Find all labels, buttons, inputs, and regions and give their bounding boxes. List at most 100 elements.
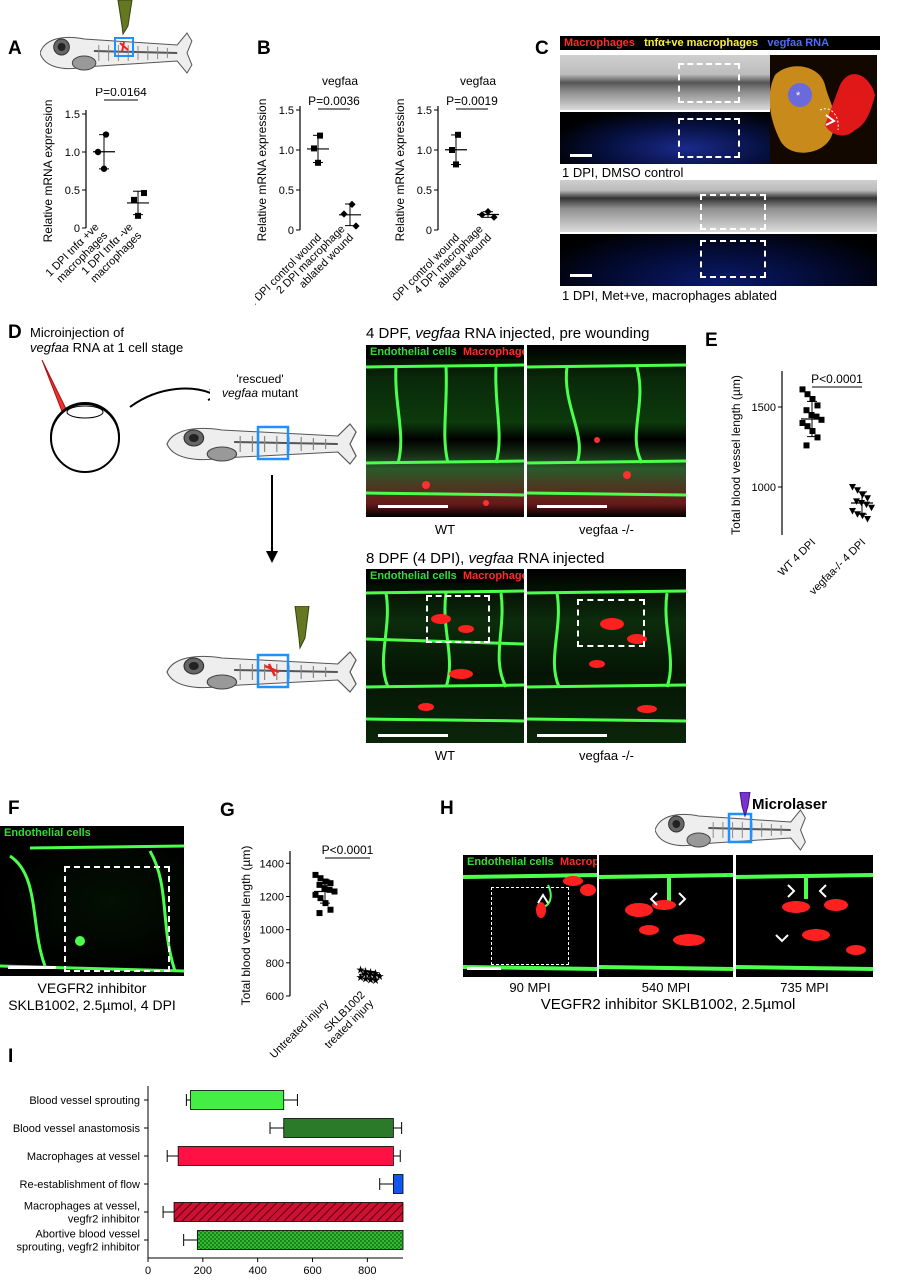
data-point: ★ [375, 971, 385, 983]
wound-region-box [700, 194, 766, 230]
brightfield-image-dmso [560, 55, 770, 110]
data-point [348, 200, 356, 208]
svg-text:*: * [796, 90, 801, 102]
panel-letter-d: D [8, 322, 22, 343]
y-tick-label: 0.5 [279, 185, 294, 197]
svg-text:4 DPI macrophage: 4 DPI macrophage [412, 223, 485, 296]
range-bar [173, 1202, 404, 1222]
panel-c-legend: Macrophages tnfα+ve macrophages vegfaa R… [560, 36, 880, 50]
data-point [131, 196, 137, 203]
svg-text:Blood vessel sprouting: Blood vessel sprouting [29, 1095, 140, 1107]
p-value: P=0.0036 [308, 94, 360, 108]
data-point [490, 213, 498, 221]
rescued-mutant-label: 'rescued' vegfaa mutant [221, 372, 299, 400]
d-legend-2: Endothelial cells Macrophages [366, 569, 524, 583]
row-label: Macrophages at vessel [27, 1151, 140, 1163]
y-tick-label: 1.5 [279, 105, 294, 117]
chart-title: vegfaa [322, 74, 358, 88]
data-point [135, 212, 141, 219]
data-point [849, 508, 856, 515]
scale-bar [570, 274, 592, 277]
scale-bar [378, 505, 448, 508]
svg-text:Re-establishment of flow: Re-establishment of flow [20, 1179, 140, 1191]
scale-bar [537, 734, 607, 737]
data-point: ★ [371, 975, 381, 987]
row2-title: 8 DPF (4 DPI), vegfaa RNA injected [366, 550, 605, 567]
p-value: P<0.0001 [322, 843, 374, 857]
microlaser-icon [739, 792, 751, 818]
svg-text:Abortive blood vessel: Abortive blood vessel [35, 1229, 140, 1241]
data-point [94, 148, 102, 156]
y-tick-label: 1.0 [417, 145, 432, 157]
data-point [449, 147, 455, 153]
label-wt-row1: WT [434, 522, 456, 537]
fluorescence-image-dmso [560, 112, 770, 164]
data-point: ★ [356, 972, 366, 984]
data-point [868, 504, 875, 512]
zebrafish-larva-icon-d1 [165, 422, 358, 466]
fluorescence-image-ablated [560, 234, 877, 286]
y-axis-label: Relative mRNA expression [393, 99, 407, 242]
data-point [315, 159, 321, 166]
y-axis-label: Relative mRNA expression [41, 100, 55, 243]
scale-bar [378, 734, 448, 737]
data-point [804, 423, 811, 430]
y-tick-label: 1400 [260, 858, 284, 870]
data-point [316, 910, 323, 917]
y-tick-label: 1.5 [417, 105, 432, 117]
range-bar [283, 1118, 394, 1138]
data-point [321, 885, 328, 892]
svg-text:Untreated injury: Untreated injury [268, 997, 332, 1061]
data-point [317, 875, 324, 882]
time-label-540: 540 MPI [641, 980, 691, 995]
panel-letter-b: B [257, 38, 271, 59]
data-point [814, 402, 821, 409]
data-point [809, 428, 816, 434]
legend-tnfa-macrophages: tnfα+ve macrophages [644, 37, 759, 49]
y-tick-label: 0 [288, 225, 294, 237]
data-point [863, 501, 870, 509]
row-label: Re-establishment of flow [20, 1179, 140, 1191]
data-point [864, 516, 871, 523]
time-label-90: 90 MPI [509, 980, 551, 995]
scale-bar [467, 967, 501, 970]
data-point [478, 211, 486, 219]
row-label: Blood vessel anastomosis [13, 1123, 141, 1135]
x-tick-label: 400 [248, 1265, 266, 1277]
caption-macrophages-ablated: 1 DPI, Met+ve, macrophages ablated [562, 288, 777, 303]
panel-letter-f: F [8, 798, 20, 819]
range-bar [393, 1174, 404, 1194]
d-legend: Endothelial cells Macrophages [366, 345, 524, 359]
single-cell-embryo-icon [50, 403, 120, 473]
h-legend: Endothelial cells Macrophages [463, 855, 597, 869]
y-tick-label: 1200 [260, 891, 284, 903]
timelapse-90mpi: Endothelial cells Macrophages [463, 855, 597, 977]
svg-text:Blood vessel anastomosis: Blood vessel anastomosis [13, 1123, 141, 1135]
y-tick-label: 1.0 [65, 147, 80, 159]
y-tick-label: 0 [426, 225, 432, 237]
p-value: P<0.0001 [811, 372, 863, 386]
wound-region-box [700, 240, 766, 278]
data-point: ★ [370, 970, 380, 982]
scale-bar [537, 505, 607, 508]
data-point [854, 487, 861, 494]
needle-icon-d [294, 606, 310, 650]
x-tick-label: 600 [303, 1265, 321, 1277]
time-label-735: 735 MPI [780, 980, 829, 995]
range-bar [190, 1090, 285, 1110]
microlaser-label: Microlaser [752, 796, 828, 813]
zebrafish-larva-icon-d2 [165, 650, 358, 694]
panel-h-caption: VEGFR2 inhibitor SKLB1002, 2.5µmol [540, 996, 796, 1013]
data-point [322, 900, 329, 907]
timelapse-735mpi [736, 855, 873, 977]
data-point [322, 878, 329, 885]
legend-vegfaa-rna: vegfaa RNA [767, 37, 830, 49]
x-tick-label: 0 [145, 1265, 151, 1277]
y-tick-label: 600 [266, 991, 284, 1003]
wound-region-box [426, 595, 490, 643]
y-tick-label: 0 [74, 223, 80, 235]
f-legend: Endothelial cells [0, 826, 95, 840]
